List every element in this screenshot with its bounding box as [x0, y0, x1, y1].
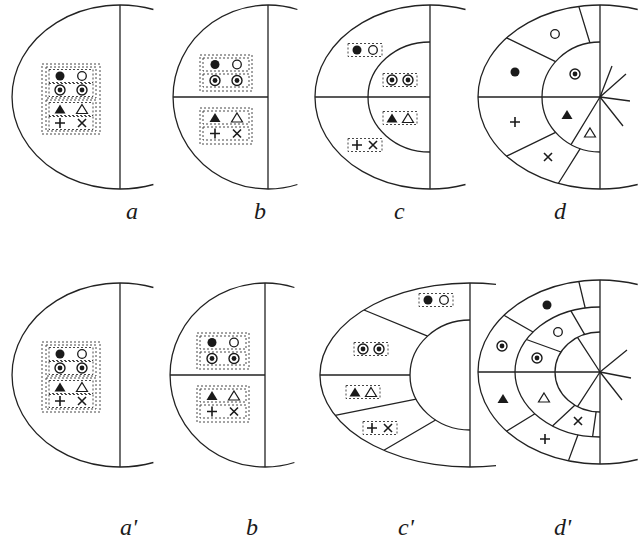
cell-outline	[315, 5, 466, 189]
panel-letter: b	[254, 198, 266, 224]
embryo-two-cell-variant	[170, 283, 294, 467]
cell-outline	[478, 280, 638, 464]
panel-letter: a	[126, 198, 138, 224]
cell-outline	[478, 5, 638, 189]
panel-letter: d'	[554, 514, 571, 540]
embryo-four-cell-variant	[320, 283, 496, 467]
cell-walls	[478, 6, 630, 183]
inner-cells	[410, 320, 470, 430]
panel-letter: b	[246, 514, 258, 540]
cell-outline	[170, 283, 294, 467]
panel-letter: a'	[120, 514, 137, 540]
cell-outline	[12, 283, 153, 467]
median-line	[469, 283, 470, 467]
determinant-groups	[42, 342, 100, 412]
embryo-one-cell-variant	[12, 283, 153, 467]
cell-walls	[320, 310, 436, 450]
cleavage-furrow	[173, 96, 268, 97]
embryo-two-cell	[173, 5, 297, 189]
determinant-groups	[42, 64, 100, 134]
embryo-four-cell	[315, 5, 466, 189]
determinant-groups	[346, 294, 453, 435]
cell-outline	[12, 5, 153, 189]
determinant-groups	[348, 44, 417, 152]
cleavage-furrow	[170, 374, 265, 375]
cell-outline	[173, 5, 297, 189]
cleavage-furrow	[315, 96, 430, 97]
median-line	[119, 283, 120, 467]
determinant-groups	[197, 333, 249, 422]
panel-letter: d	[554, 198, 566, 224]
cell-outline	[320, 283, 496, 467]
panel-letter: c	[394, 198, 405, 224]
embryo-sixteen-cell-variant	[478, 280, 638, 464]
determinants	[497, 301, 582, 445]
panel-letter: c'	[398, 514, 414, 540]
median-line	[119, 5, 120, 189]
determinants	[510, 30, 596, 161]
cell-walls	[478, 281, 631, 461]
embryo-eight-cell	[478, 5, 638, 189]
determinant-groups	[200, 55, 252, 144]
embryo-one-cell	[12, 5, 153, 189]
